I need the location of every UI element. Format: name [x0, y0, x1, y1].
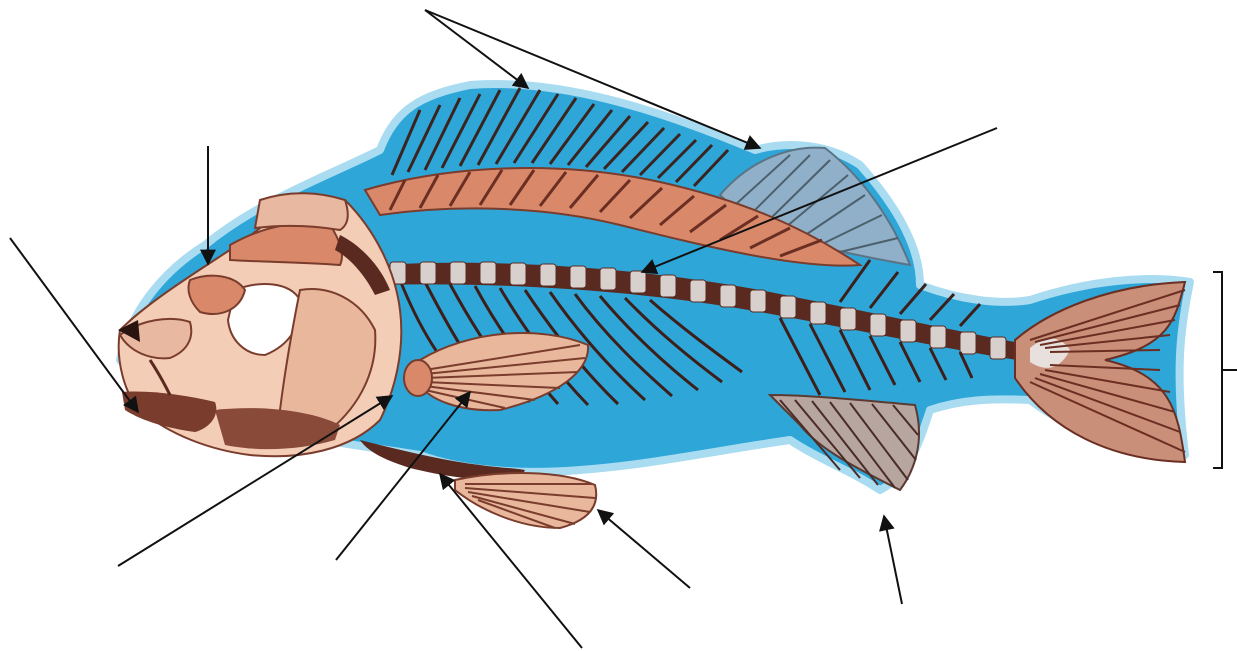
fish-skeleton-diagram [0, 0, 1237, 651]
diagram-canvas [0, 0, 1237, 651]
